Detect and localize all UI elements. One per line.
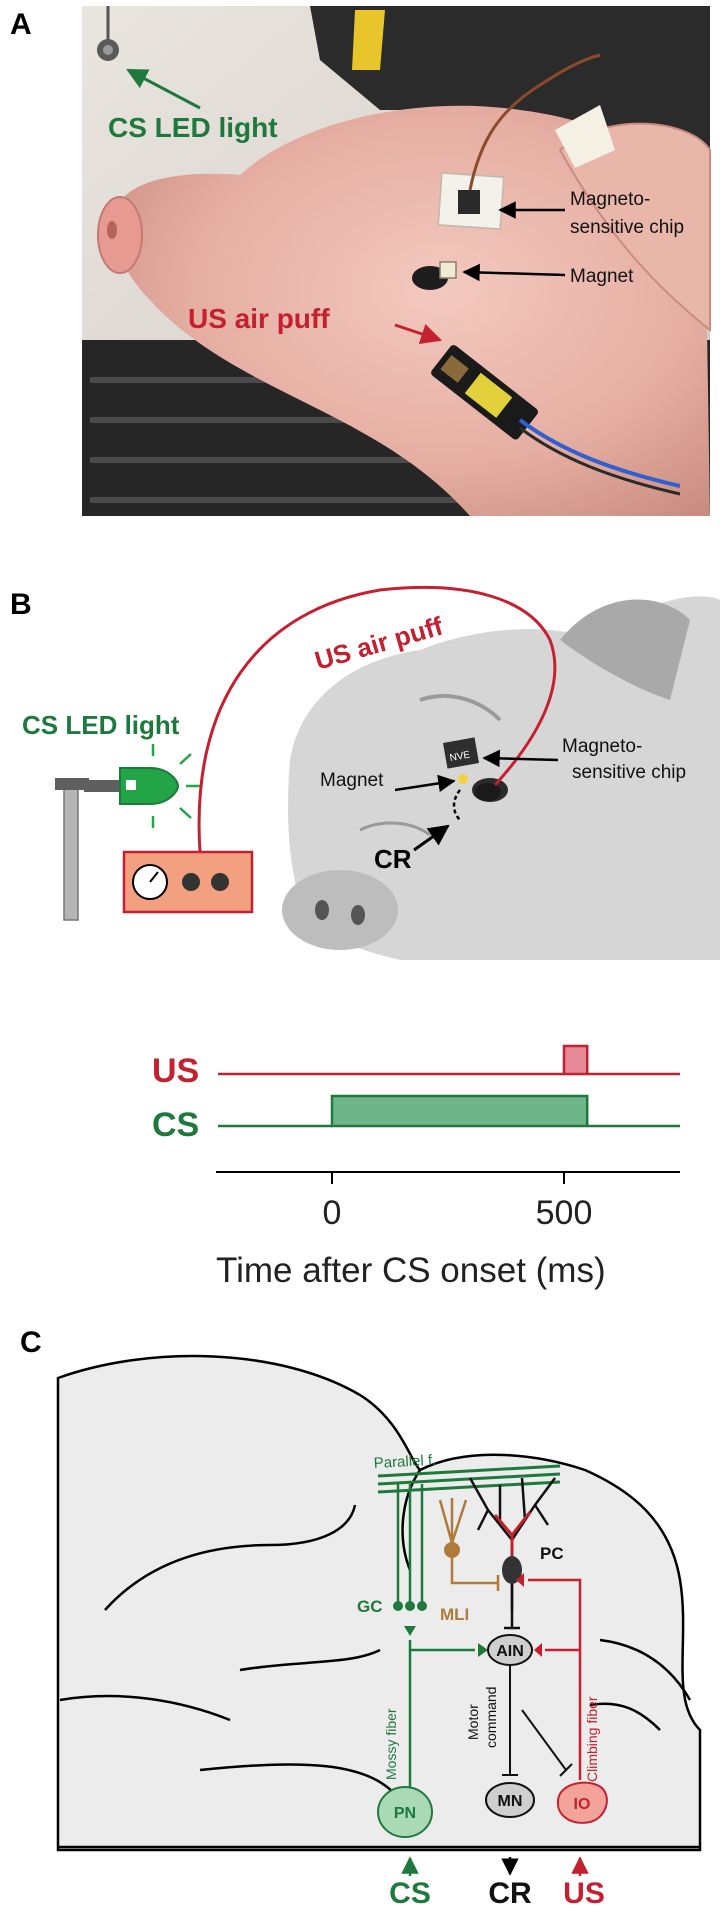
io-label: IO bbox=[574, 1796, 591, 1813]
mli-soma bbox=[444, 1542, 460, 1558]
pc-label: PC bbox=[540, 1544, 564, 1563]
panel-b-letter: B bbox=[10, 588, 32, 621]
purkinje-dendrites bbox=[468, 1477, 557, 1610]
motor-command-label-2: command bbox=[483, 1687, 499, 1748]
panel-b-chip bbox=[442, 737, 480, 769]
mossy-fiber-label: Mossy fiber bbox=[383, 1708, 399, 1780]
pn-label: PN bbox=[394, 1805, 416, 1822]
gc-dot-1 bbox=[393, 1601, 403, 1611]
air-puff-yellow bbox=[464, 372, 513, 418]
purkinje-soma bbox=[502, 1556, 522, 1584]
mn-label: MN bbox=[498, 1793, 523, 1810]
panel-c-cs-label: CS bbox=[389, 1877, 431, 1906]
tape bbox=[555, 105, 615, 168]
led-stand-clamp bbox=[55, 778, 89, 790]
panel-a-letter: A bbox=[10, 8, 32, 41]
tick-label-0: 0 bbox=[323, 1194, 342, 1232]
mli-dendrites bbox=[438, 1498, 500, 1591]
panel-b-chip-label-1: Magneto- bbox=[562, 736, 642, 757]
granule-cell-axons bbox=[396, 1484, 424, 1603]
panel-b-magnet bbox=[458, 774, 468, 784]
pig-head-gray bbox=[288, 596, 720, 960]
led-rays-icon bbox=[151, 744, 200, 828]
gc-label: GC bbox=[357, 1597, 383, 1616]
led-stand-pole bbox=[63, 779, 79, 921]
timing-cs-label: CS bbox=[152, 1106, 199, 1144]
climbing-fiber-terminal-pc bbox=[516, 1573, 524, 1587]
parallel-fibers bbox=[377, 1464, 561, 1494]
climbing-fiber-label: Climbing fiber bbox=[584, 1696, 600, 1782]
timing-us-label: US bbox=[152, 1052, 199, 1090]
climbing-fiber-terminal-ain bbox=[534, 1643, 542, 1657]
pig-ear-gray bbox=[560, 599, 690, 700]
panel-a-chip-label-1: Magneto- bbox=[570, 189, 650, 210]
panel-b-magnet-arrow bbox=[394, 774, 456, 793]
panel-a-cs-led-label: CS LED light bbox=[108, 112, 278, 143]
panel-a-us-air-puff-label: US air puff bbox=[188, 303, 330, 334]
motor-command-label-1: Motor bbox=[465, 1704, 481, 1740]
mossy-to-gc-terminal bbox=[404, 1626, 416, 1636]
ain-to-io-inhibition bbox=[521, 1709, 567, 1771]
panel-b-chip-text: NVE bbox=[449, 749, 471, 763]
tick-label-500: 500 bbox=[536, 1194, 593, 1232]
io-node bbox=[556, 1781, 608, 1824]
climbing-fiber-to-pc bbox=[528, 1578, 582, 1780]
pig-snout-gray bbox=[282, 870, 398, 950]
pig-head bbox=[114, 105, 710, 517]
pig-eye bbox=[412, 266, 448, 290]
gc-dot-2 bbox=[405, 1601, 415, 1611]
parallel-f-label: Parallel f. bbox=[373, 1452, 436, 1472]
cs-pulse bbox=[330, 1094, 589, 1128]
mli-label: MLI bbox=[440, 1605, 469, 1624]
panel-b-cs-led-label: CS LED light bbox=[22, 710, 180, 740]
panel-c-us-label: US bbox=[563, 1877, 605, 1906]
knob-1-icon bbox=[182, 873, 200, 891]
ain-label: AIN bbox=[496, 1643, 524, 1660]
mossy-to-ain-terminal bbox=[478, 1643, 488, 1657]
knob-2-icon bbox=[211, 873, 229, 891]
timing-diagram: US CS 0 500 Time after CS onset (ms) bbox=[152, 1044, 680, 1290]
panel-c-letter: C bbox=[20, 1326, 42, 1359]
yellow-strap bbox=[352, 10, 385, 70]
pig-ear bbox=[558, 122, 711, 333]
panel-b-air-tube bbox=[197, 586, 557, 853]
panel-a-chip-label-2: sensitive chip bbox=[570, 217, 684, 238]
us-pulse bbox=[562, 1044, 589, 1076]
magneto-chip bbox=[458, 190, 480, 214]
magnet bbox=[439, 261, 457, 279]
air-tube-blue bbox=[518, 418, 681, 488]
panel-b-eyelid-dash bbox=[452, 789, 462, 821]
panel-a-photo bbox=[82, 6, 711, 517]
panel-b-chip-label-2: sensitive chip bbox=[572, 762, 686, 783]
mn-node bbox=[485, 1782, 535, 1818]
brain-outline bbox=[56, 1354, 702, 1852]
panel-b-pig bbox=[282, 596, 720, 960]
panel-a-magnet-label: Magnet bbox=[570, 266, 634, 287]
time-axis-label: Time after CS onset (ms) bbox=[216, 1251, 606, 1290]
pig-snout bbox=[97, 196, 143, 274]
panel-b-magnet-label: Magnet bbox=[320, 770, 384, 791]
panel-b-chip-arrow bbox=[482, 749, 559, 768]
us-puff-arrow bbox=[394, 323, 442, 344]
panel-b-cr-label: CR bbox=[374, 844, 412, 874]
panel-c-cr-label: CR bbox=[488, 1877, 532, 1906]
panel-b-puff-nozzle bbox=[475, 783, 501, 801]
chip-cable bbox=[468, 53, 601, 191]
panel-b-cr-arrow bbox=[413, 824, 450, 852]
pn-node bbox=[377, 1786, 433, 1838]
gc-dot-3 bbox=[417, 1601, 427, 1611]
cs-led-arrow bbox=[126, 68, 201, 110]
brain-silhouette bbox=[56, 1354, 702, 1852]
climbing-fiber-terminals bbox=[493, 1511, 532, 1560]
magnet-arrow bbox=[462, 263, 566, 282]
cs-led-bulb-icon bbox=[119, 767, 180, 805]
